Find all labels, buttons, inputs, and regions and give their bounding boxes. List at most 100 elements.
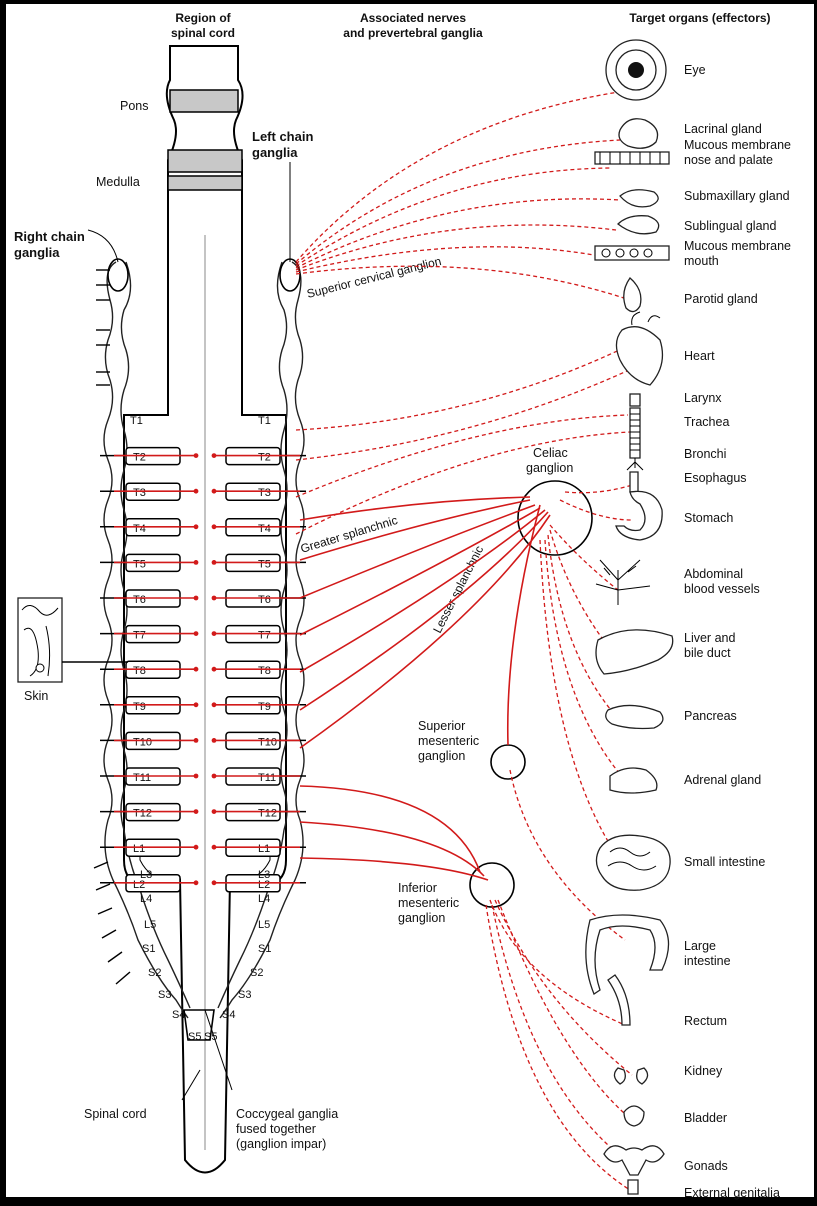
segment-right-label: T5 bbox=[258, 558, 271, 570]
bladder-icon bbox=[624, 1106, 644, 1126]
lower-segment-left-label: L3 bbox=[140, 869, 152, 881]
segment-nerve-dot bbox=[212, 880, 217, 885]
segment-nerve-dot bbox=[194, 453, 199, 458]
segment-left-label: T3 bbox=[133, 487, 146, 499]
segment-right-label: T6 bbox=[258, 594, 271, 606]
organ-label-bronchi: Bronchi bbox=[684, 447, 726, 461]
organ-label-heart: Heart bbox=[684, 349, 715, 363]
organ-label-larynx: Larynx bbox=[684, 391, 722, 405]
segment-right-label: T12 bbox=[258, 808, 277, 820]
segment-nerve-dot bbox=[194, 667, 199, 672]
segment-nerve-dot bbox=[212, 667, 217, 672]
sup-mes-line1: Superior bbox=[418, 719, 465, 733]
organ-label-liver: bile duct bbox=[684, 646, 731, 660]
header-nerves: Associated nerves and prevertebral gangl… bbox=[343, 11, 483, 40]
lower-segment-left-label: S2 bbox=[148, 967, 161, 979]
organ-label-gonads: Gonads bbox=[684, 1159, 728, 1173]
organ-label-trachea: Trachea bbox=[684, 415, 729, 429]
segment-nerve-dot bbox=[194, 880, 199, 885]
segment-right-label: T4 bbox=[258, 523, 271, 535]
segment-nerve-dot bbox=[194, 596, 199, 601]
larynx-icon bbox=[630, 394, 640, 406]
eye-icon bbox=[606, 40, 666, 100]
header-targets: Target organs (effectors) bbox=[629, 11, 770, 25]
segment-left-label: T12 bbox=[133, 808, 152, 820]
organ-label-genitalia: External genitalia bbox=[684, 1186, 780, 1200]
segment-nerve-dot bbox=[212, 702, 217, 707]
celiac-label-line1: Celiac bbox=[533, 446, 568, 460]
segment-nerve-dot bbox=[194, 560, 199, 565]
organ-label-large-intestine: intestine bbox=[684, 954, 731, 968]
coccygeal-line2: fused together bbox=[236, 1122, 316, 1136]
segment-left-label: T5 bbox=[133, 558, 146, 570]
segment-nerve-dot bbox=[212, 453, 217, 458]
sup-mes-line2: mesenteric bbox=[418, 734, 479, 748]
segment-nerve-dot bbox=[212, 489, 217, 494]
organ-label-mouth-mucosa: mouth bbox=[684, 254, 719, 268]
segment-right-label: L1 bbox=[258, 843, 270, 855]
esophagus-icon bbox=[630, 472, 638, 492]
segment-left-label: T4 bbox=[133, 523, 146, 535]
organ-label-eye: Eye bbox=[684, 63, 706, 77]
segment-nerve-dot bbox=[212, 631, 217, 636]
segment-right-label: T11 bbox=[258, 772, 276, 784]
segment-left-label: T9 bbox=[133, 701, 146, 713]
segment-nerve-dot bbox=[212, 524, 217, 529]
segment-left-label: T10 bbox=[133, 736, 152, 748]
segment-nerve-dot bbox=[212, 596, 217, 601]
organ-label-submaxillary-gland: Submaxillary gland bbox=[684, 189, 790, 203]
organ-label-esophagus: Esophagus bbox=[684, 471, 747, 485]
organ-label-large-intestine: Large bbox=[684, 939, 716, 953]
organ-label-blood-vessels: Abdominal bbox=[684, 567, 743, 581]
organ-label-mouth-mucosa: Mucous membrane bbox=[684, 239, 791, 253]
header-nerves-line1: Associated nerves bbox=[360, 11, 466, 25]
medulla-band-upper bbox=[168, 150, 242, 172]
celiac-ganglion-label: Celiac ganglion bbox=[526, 446, 573, 475]
right-chain-label-line1: Right chain bbox=[14, 229, 85, 244]
right-chain-label-line2: ganglia bbox=[14, 245, 60, 260]
organ-label-blood-vessels: blood vessels bbox=[684, 582, 760, 596]
coccygeal-line3: (ganglion impar) bbox=[236, 1137, 326, 1151]
small-intestine-icon bbox=[596, 835, 670, 890]
segment-left-label: T1 bbox=[130, 415, 143, 427]
organ-label-nasal-mucosa: nose and palate bbox=[684, 153, 773, 167]
organ-label-small-intestine: Small intestine bbox=[684, 855, 765, 869]
trachea-icon bbox=[630, 408, 640, 458]
organ-label-sublingual-gland: Sublingual gland bbox=[684, 219, 776, 233]
segment-right-label: T9 bbox=[258, 701, 271, 713]
segment-right-label: T7 bbox=[258, 630, 271, 642]
segment-nerve-dot bbox=[212, 560, 217, 565]
lower-segment-left-label: S5 bbox=[188, 1031, 201, 1043]
header-region-line1: Region of bbox=[175, 11, 231, 25]
segment-right-label: T10 bbox=[258, 736, 277, 748]
organ-label-bladder: Bladder bbox=[684, 1111, 727, 1125]
organ-label-parotid-gland: Parotid gland bbox=[684, 292, 758, 306]
left-chain-label-line1: Left chain bbox=[252, 129, 313, 144]
organ-label-kidney: Kidney bbox=[684, 1064, 723, 1078]
inf-mes-line2: mesenteric bbox=[398, 896, 459, 910]
spinal-cord-label: Spinal cord bbox=[84, 1107, 147, 1121]
pons-band bbox=[170, 90, 238, 112]
nasal-mucosa-icon bbox=[595, 152, 669, 164]
pons-label: Pons bbox=[120, 99, 149, 113]
left-chain-label-line2: ganglia bbox=[252, 145, 298, 160]
segment-nerve-dot bbox=[194, 524, 199, 529]
organ-label-rectum: Rectum bbox=[684, 1014, 727, 1028]
lower-segment-right-label: L5 bbox=[258, 919, 270, 931]
segment-nerve-dot bbox=[194, 738, 199, 743]
medulla-label: Medulla bbox=[96, 175, 140, 189]
segment-nerve-dot bbox=[212, 845, 217, 850]
segment-left-label: T11 bbox=[133, 772, 151, 784]
skin-label: Skin bbox=[24, 689, 48, 703]
header-region: Region of spinal cord bbox=[171, 11, 235, 40]
lower-segment-right-label: S4 bbox=[222, 1009, 235, 1021]
segment-nerve-dot bbox=[194, 774, 199, 779]
celiac-label-line2: ganglion bbox=[526, 461, 573, 475]
organ-label-lacrimal-gland: Lacrinal gland bbox=[684, 122, 762, 136]
inf-mes-line1: Inferior bbox=[398, 881, 437, 895]
lower-segment-left-label: L4 bbox=[140, 893, 152, 905]
coccygeal-line1: Coccygeal ganglia bbox=[236, 1107, 338, 1121]
segment-left-label: T8 bbox=[133, 665, 146, 677]
